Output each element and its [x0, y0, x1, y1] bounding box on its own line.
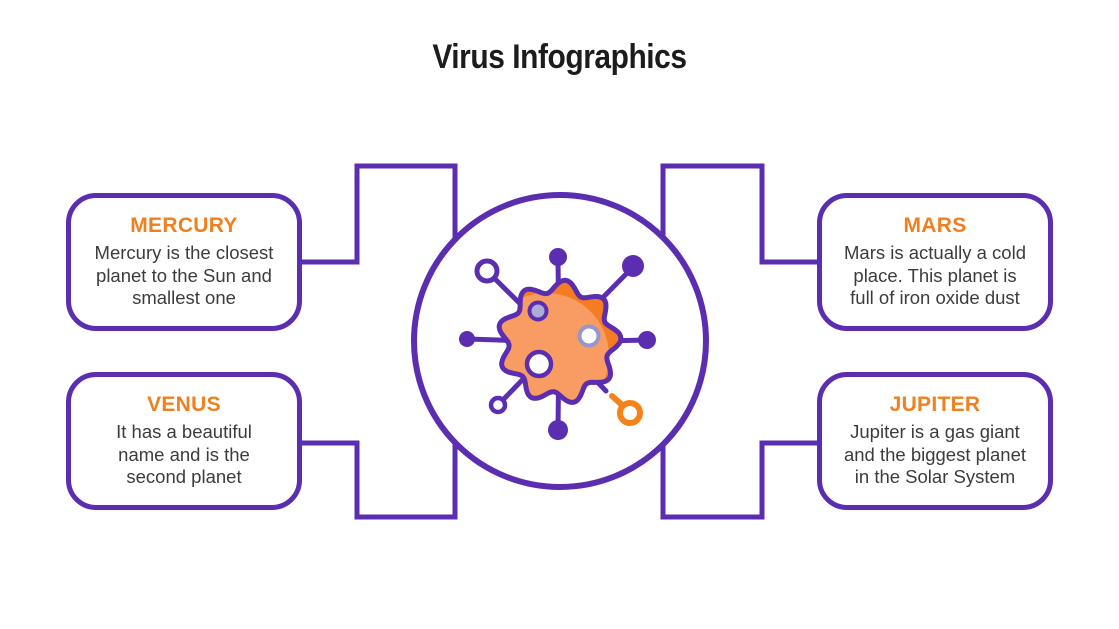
card-mercury-body: Mercury is the closest planet to the Sun… — [94, 242, 274, 309]
card-mars-body: Mars is actually a cold place. This plan… — [844, 242, 1026, 309]
center-circle — [411, 192, 709, 490]
connector-left — [302, 163, 458, 520]
card-venus-body: It has a beautiful name and is the secon… — [116, 421, 252, 488]
virus-dot-top-right — [622, 255, 644, 277]
virus-icon — [459, 248, 656, 440]
virus-dot-bottom — [548, 420, 568, 440]
card-mars-title: MARS — [903, 214, 967, 238]
virus-bubble-1 — [527, 300, 549, 322]
virus-orange-ring-tail — [609, 393, 624, 407]
virus-body-outline — [496, 277, 624, 405]
virus-dot-top — [549, 248, 567, 266]
connector-right — [660, 163, 817, 520]
virus-bubble-3 — [524, 349, 554, 379]
page-title: Virus Infographics — [432, 38, 687, 76]
virus-ring-top-left — [474, 258, 500, 284]
virus-body-highlight — [499, 293, 609, 403]
virus-spike-lines — [465, 257, 649, 432]
card-mercury: MERCURY Mercury is the closest planet to… — [66, 193, 302, 331]
virus-dot-right — [638, 331, 656, 349]
card-jupiter: JUPITER Jupiter is a gas giant and the b… — [817, 372, 1053, 510]
virus-body-fill — [499, 280, 621, 403]
virus-bubble-2 — [577, 324, 601, 348]
page-title-container: Virus Infographics — [0, 38, 1119, 77]
card-jupiter-title: JUPITER — [889, 393, 981, 417]
card-jupiter-body: Jupiter is a gas giant and the biggest p… — [843, 421, 1027, 488]
card-mercury-title: MERCURY — [130, 214, 238, 238]
virus-ring-bottom-left — [488, 395, 508, 415]
virus-dot-left — [459, 331, 475, 347]
card-mars: MARS Mars is actually a cold place. This… — [817, 193, 1053, 331]
card-venus: VENUS It has a beautiful name and is the… — [66, 372, 302, 510]
virus-orange-ring — [617, 400, 643, 426]
card-venus-title: VENUS — [147, 393, 221, 417]
